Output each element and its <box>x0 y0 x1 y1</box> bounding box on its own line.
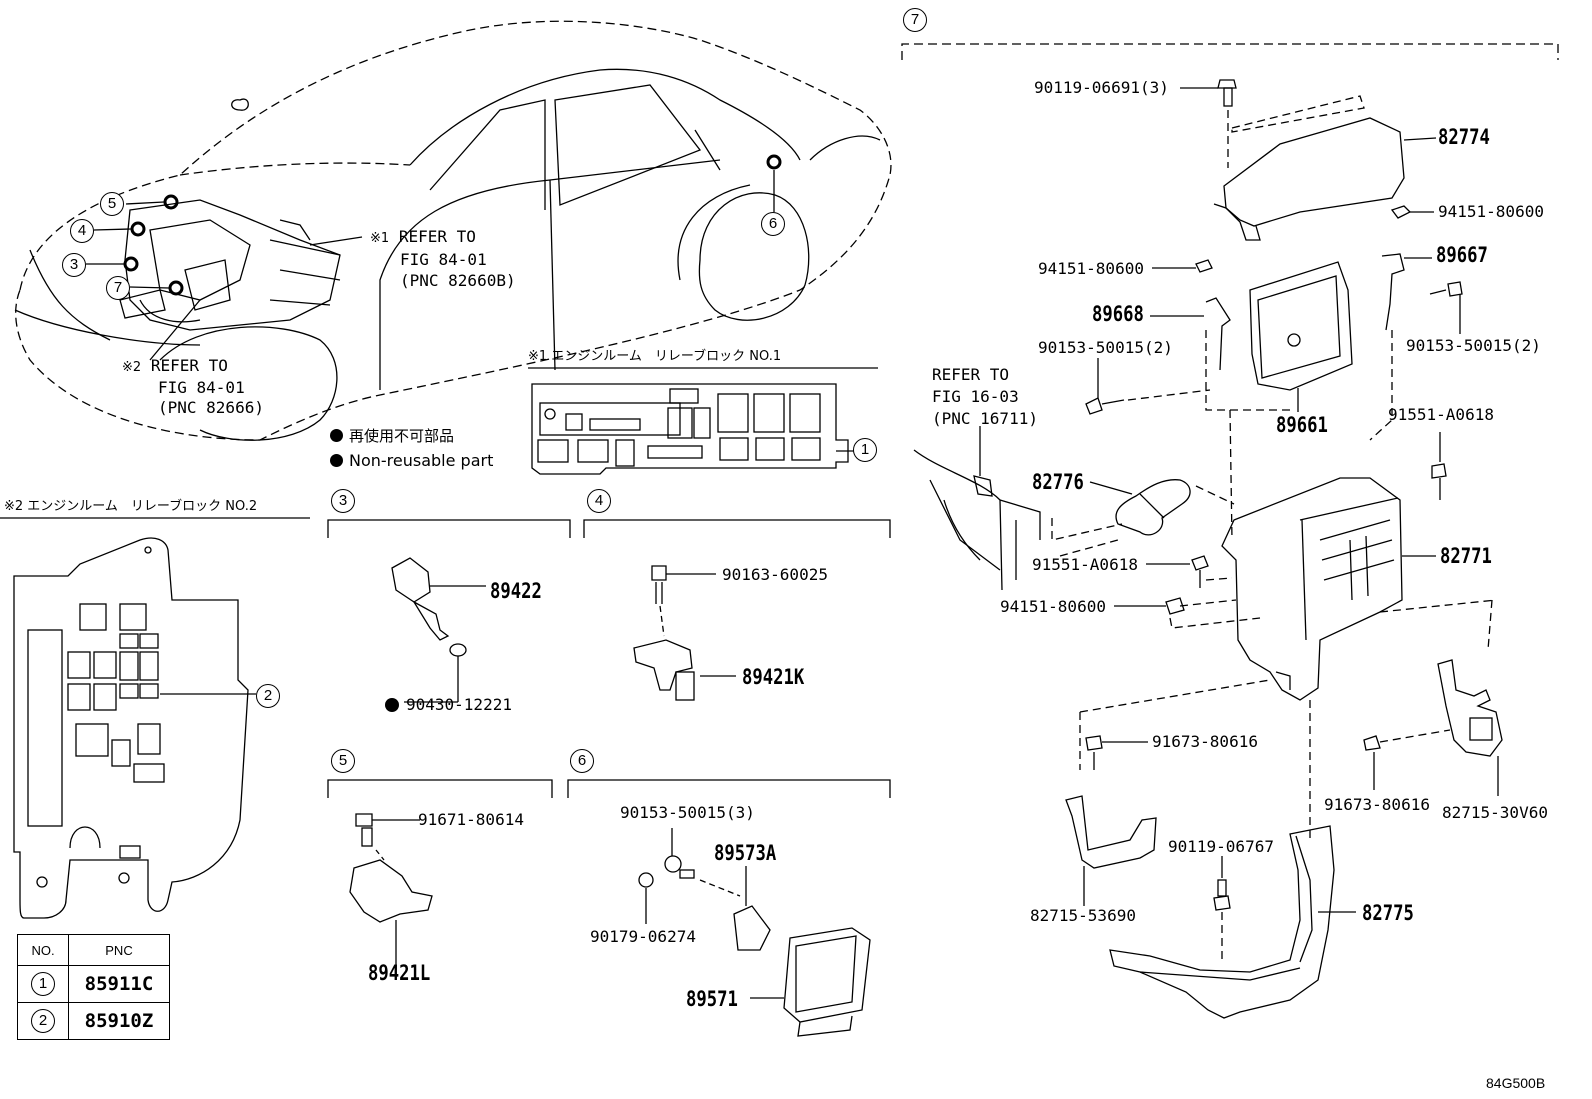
part-90153-50015-b: 90153-50015(2) <box>1406 336 1541 355</box>
callout-1: 1 <box>853 438 877 462</box>
part-91673-80616-a: 91673-80616 <box>1152 732 1258 751</box>
part-90119-06767: 90119-06767 <box>1168 837 1274 856</box>
legend-jp: 再使用不可部品 <box>330 427 454 445</box>
row-pnc: 85910Z <box>68 1002 170 1040</box>
part-94151-80600-c: 94151-80600 <box>1000 597 1106 616</box>
module-89571 <box>638 828 871 1037</box>
figure-code: 84G500B <box>1486 1075 1546 1091</box>
sensor-89421k <box>633 565 736 701</box>
part-90153-50015-c: 90153-50015(3) <box>620 803 755 822</box>
part-82771: 82771 <box>1440 544 1492 568</box>
legend-dot-icon <box>330 454 343 467</box>
refer-1: ※1 REFER TO FIG 84-01 (PNC 82660B) <box>370 227 516 290</box>
callout-4: 4 <box>70 219 94 243</box>
relay-block-2-title: ※2 エンジンルーム リレーブロック NO.2 <box>4 499 258 514</box>
section-7-label: 7 <box>903 8 927 32</box>
part-89421K: 89421K <box>742 665 805 689</box>
callout-7: 7 <box>106 276 130 300</box>
refer-2: ※2 REFER TO FIG 84-01 (PNC 82666) <box>122 356 264 417</box>
part-90179-06274: 90179-06274 <box>590 927 696 946</box>
refer-3: REFER TO FIG 16-03 (PNC 16711) <box>932 365 1038 428</box>
section-6-label: 6 <box>570 749 594 773</box>
table-row: 1 85911C <box>17 965 170 1003</box>
callout-5: 5 <box>100 192 124 216</box>
callout-6: 6 <box>761 212 785 236</box>
row-pnc: 85911C <box>68 965 170 1003</box>
sensor-89422 <box>391 557 486 703</box>
table-header-no: NO. <box>17 934 69 966</box>
part-89661: 89661 <box>1276 413 1328 437</box>
row-no-circle: 1 <box>31 972 55 996</box>
table-header-pnc: PNC <box>68 934 170 966</box>
part-89667: 89667 <box>1436 243 1488 267</box>
part-94151-80600-a: 94151-80600 <box>1438 202 1544 221</box>
section-4-label: 4 <box>587 489 611 513</box>
part-90119-06691: 90119-06691(3) <box>1034 78 1169 97</box>
part-91671-80614: 91671-80614 <box>418 810 524 829</box>
section-brackets <box>327 43 1559 798</box>
car-outline <box>14 20 892 441</box>
relay-block-1 <box>528 367 878 475</box>
section-3-label: 3 <box>331 489 355 513</box>
part-90153-50015-a: 90153-50015(2) <box>1038 338 1173 357</box>
part-91551-A0618-b: 91551-A0618 <box>1032 555 1138 574</box>
part-89668: 89668 <box>1092 302 1144 326</box>
part-89571: 89571 <box>686 987 738 1011</box>
part-89422: 89422 <box>490 579 542 603</box>
ecu-assembly <box>913 79 1503 1019</box>
callout-3: 3 <box>62 253 86 277</box>
pnc-table: NO. PNC 1 85911C 2 85910Z <box>17 934 170 1040</box>
part-82715-53690: 82715-53690 <box>1030 906 1136 925</box>
part-89573A: 89573A <box>714 841 777 865</box>
table-row: 2 85910Z <box>17 1002 170 1040</box>
legend-dot-icon <box>330 429 343 442</box>
section-5-label: 5 <box>331 749 355 773</box>
part-89421L: 89421L <box>368 961 431 985</box>
part-82776: 82776 <box>1032 470 1084 494</box>
car-markers <box>123 154 782 296</box>
part-94151-80600-b: 94151-80600 <box>1038 259 1144 278</box>
legend-en: Non-reusable part <box>330 452 493 470</box>
part-91551-A0618-a: 91551-A0618 <box>1388 405 1494 424</box>
row-no-circle: 2 <box>31 1009 55 1033</box>
relay-block-2 <box>0 517 310 919</box>
relay-block-1-title: ※1 エンジンルーム リレーブロック NO.1 <box>528 349 782 364</box>
part-82715-30V60: 82715-30V60 <box>1442 803 1548 822</box>
car-leaders <box>86 170 775 361</box>
callout-2: 2 <box>256 684 280 708</box>
part-91673-80616-b: 91673-80616 <box>1324 795 1430 814</box>
part-90163-60025: 90163-60025 <box>722 565 828 584</box>
sensor-89421l <box>349 813 433 968</box>
part-82775: 82775 <box>1362 901 1414 925</box>
part-90430-12221: 90430-12221 <box>406 695 512 714</box>
part-82774: 82774 <box>1438 125 1490 149</box>
non-reusable-dot <box>385 698 399 712</box>
